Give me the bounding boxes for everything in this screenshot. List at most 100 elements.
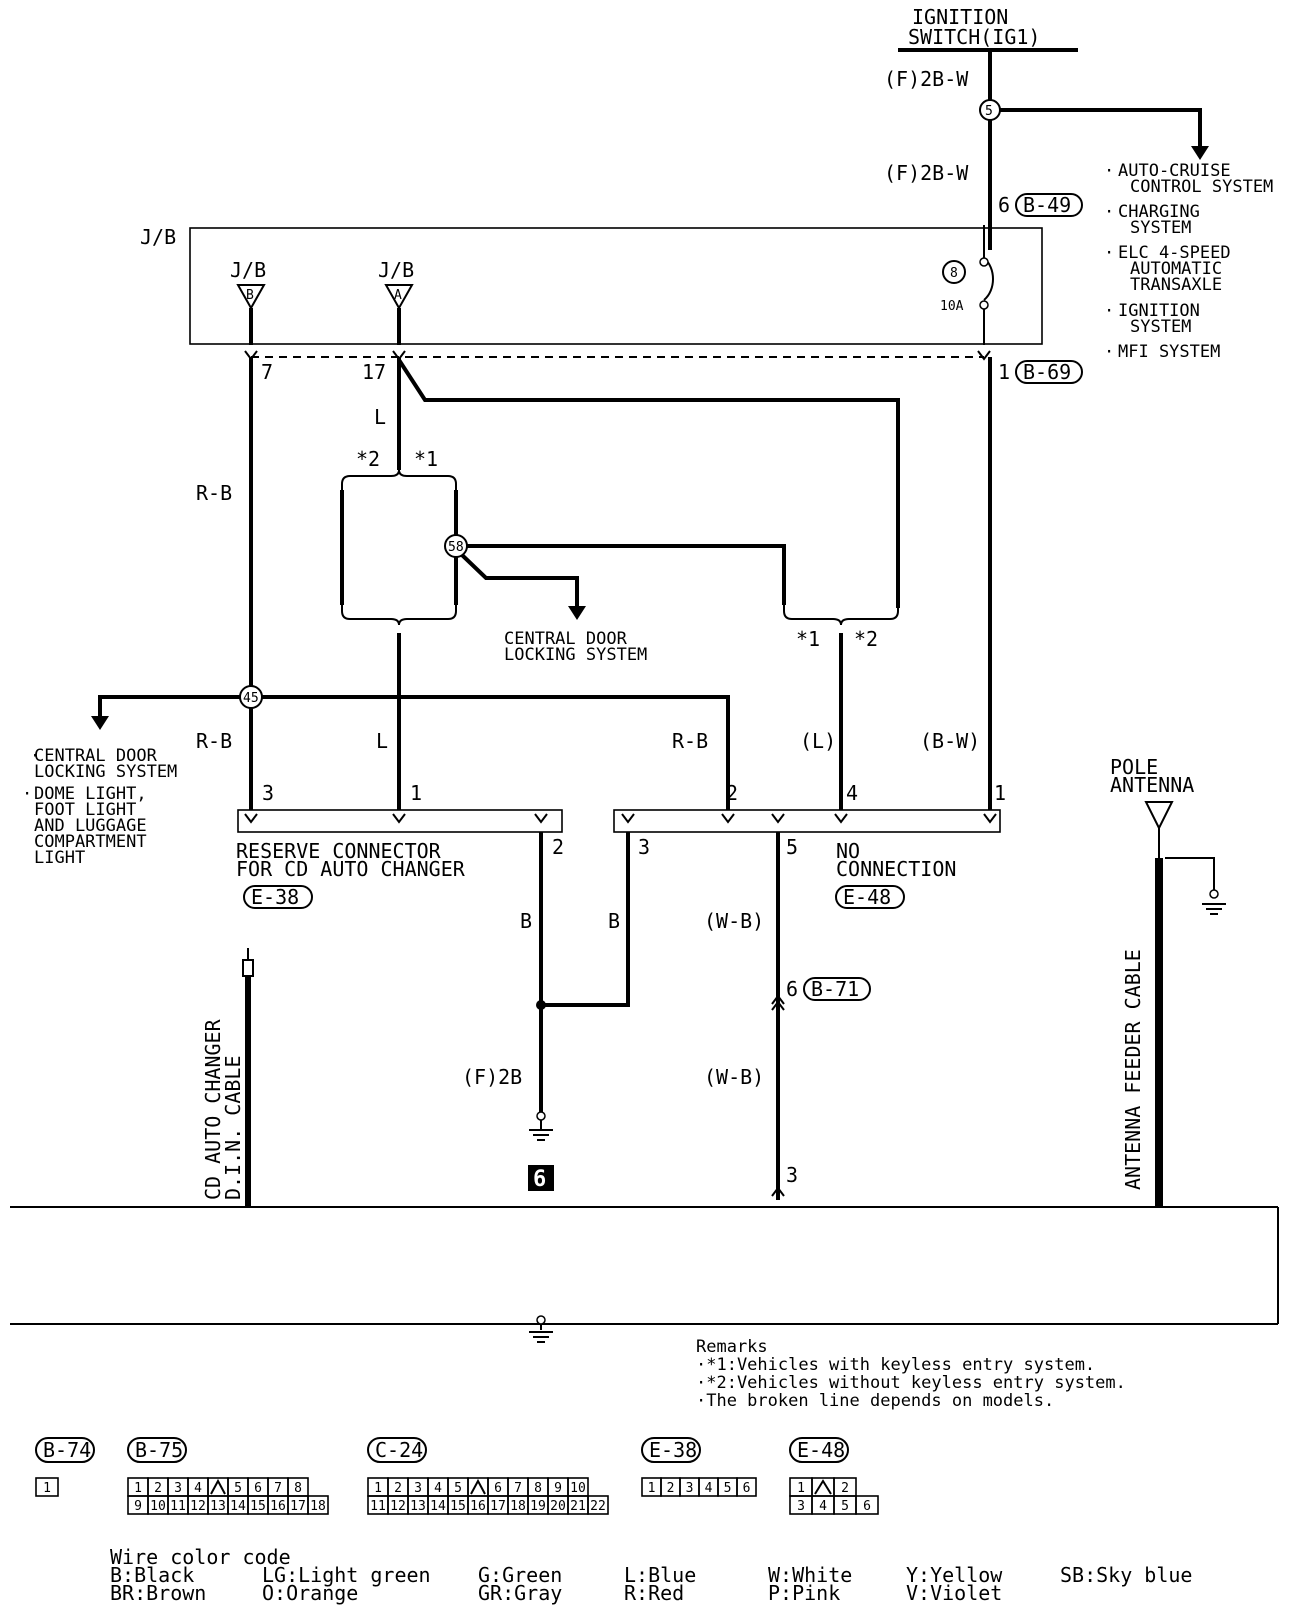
pin-label: 3 [262,781,274,805]
pin-number: 7 [274,1481,282,1496]
ignition-wire-label-mid: (F)2B-W [884,161,969,185]
remark-line: ·*1:Vehicles with keyless entry system. [696,1355,1095,1375]
jb-a-letter: A [394,288,402,303]
pin-number: 19 [530,1499,546,1514]
fuse-amperage: 10A [940,299,964,314]
list-item: CONTROL SYSTEM [1130,177,1273,197]
jb-a-label: J/B [378,258,414,282]
junction-58-label: 58 [448,540,464,555]
connector-e48: 3 2 5 4 1 NO CONNECTION E-48 [613,781,1006,909]
connector-code: E-48 [797,1438,845,1462]
pin-label: 1 [994,781,1006,805]
autocruise-arrow-icon [1191,146,1209,160]
pin-number: 16 [470,1499,486,1514]
connector-code: B-74 [43,1438,91,1462]
svg-text:·: · [1104,161,1114,181]
pin-number: 20 [550,1499,566,1514]
pin-number: 2 [841,1481,849,1496]
list-item: CHARGING [1118,202,1200,222]
central-door-arrow-icon [568,606,586,620]
pin-number: 10 [570,1481,586,1496]
pin-number: 21 [570,1499,586,1514]
connector-code: E-38 [251,885,299,909]
remarks: Remarks ·*1:Vehicles with keyless entry … [696,1337,1126,1411]
junction-45-label: 45 [243,691,259,706]
list-item: COMPARTMENT [34,832,147,852]
pin-number: 18 [310,1499,326,1514]
pin-number: 11 [170,1499,186,1514]
wire-color-code: Wire color code B:BlackBR:BrownLG:Light … [110,1545,1192,1605]
color-code-item: BR:Brown [110,1581,206,1605]
pin-label: 2 [726,781,738,805]
jb-b-connector-icon [236,284,266,311]
pin-cell [855,1495,879,1515]
pin-number: 1 [797,1481,805,1496]
pin-number: 6 [494,1481,502,1496]
pin-number: 13 [410,1499,426,1514]
wiring: R-B L *2 *1 58 CENTRAL DOOR LOCKING SYST… [91,357,992,810]
connector-code: B-75 [135,1438,183,1462]
pin-number: 3 [797,1499,805,1514]
connector-code-badge [367,1437,427,1463]
junction-block: J/B J/B B J/B A 8 10A 6 B-49 1 B-69 7 17 [140,193,1083,384]
color-code-title: Wire color code [110,1545,291,1569]
pin-number: 14 [230,1499,246,1514]
wire-label: B [520,909,532,933]
color-code-item: O:Orange [262,1581,358,1605]
pin-label: 6 [786,977,798,1001]
color-code-item: B:Black [110,1563,194,1587]
color-code-item: P:Pink [768,1581,840,1605]
fuse-number: 8 [950,266,958,281]
connector-name: FOR CD AUTO CHANGER [236,857,466,881]
pin-number: 3 [414,1481,422,1496]
option-brace-right [783,605,899,626]
list-item: LIGHT [34,848,85,868]
wire-label: R-B [196,729,232,753]
connector-code-badge [127,1437,187,1463]
left-feeds-list: · CENTRAL DOOR LOCKING SYSTEM · DOME LIG… [22,746,177,868]
pin-number: 6 [863,1499,871,1514]
remark-line: ·*2:Vehicles without keyless entry syste… [696,1373,1126,1393]
list-item: TRANSAXLE [1130,275,1222,295]
pin-number: 10 [150,1499,166,1514]
color-code-item: Y:Yellow [906,1563,1003,1587]
connector-code: E-38 [649,1438,697,1462]
wire-label: L [376,729,388,753]
connector-pinout: B-741 [35,1437,95,1497]
pin-number: 13 [210,1499,226,1514]
color-code-item: GR:Gray [478,1581,562,1605]
option-label: *1 [796,627,820,651]
jb-box [189,227,1043,345]
pin-cell [736,1477,757,1497]
central-door-label: LOCKING SYSTEM [504,645,647,665]
jb-label: J/B [140,225,176,249]
option-label: *1 [414,447,438,471]
junction-45 [239,685,263,709]
color-code-item: V:Violet [906,1581,1002,1605]
pin-number: 12 [190,1499,206,1514]
ignition-switch: IGNITION SWITCH(IG1) (F)2B-W 5 (F)2B-W [884,5,1209,250]
pin-cell [307,1495,329,1515]
list-item: AUTOMATIC [1130,259,1222,279]
pin-number: 18 [510,1499,526,1514]
fuse-number-badge [942,260,966,284]
ignition-title-2: SWITCH(IG1) [908,25,1040,49]
pin-number: 16 [270,1499,286,1514]
ground-number-badge [528,1165,554,1191]
cable-plug-icon [242,959,254,977]
b49-pin: 6 [998,193,1010,217]
svg-text:·: · [1104,342,1114,362]
wire-label: L [374,405,386,429]
connector-code-badge [789,1437,849,1463]
pin-number: 5 [841,1499,849,1514]
no-connection-label: NO [836,839,860,863]
pin-number: 4 [434,1481,442,1496]
pin-number: 5 [454,1481,462,1496]
autocruise-branch [1000,108,1202,150]
pin-number: 12 [390,1499,406,1514]
pin-number: 11 [370,1499,386,1514]
pin-number: 5 [724,1481,732,1496]
no-connection-label: CONNECTION [836,857,956,881]
